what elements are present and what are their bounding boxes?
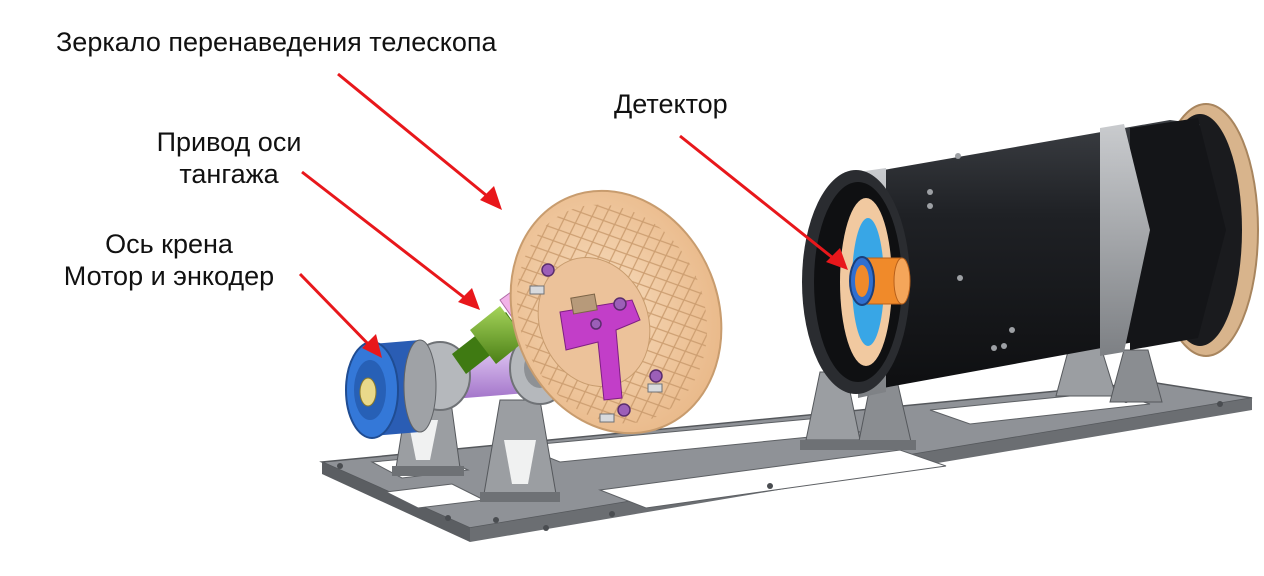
label-pitch-drive: Привод оси тангажа [120,126,338,190]
label-roll-line-2: Мотор и энкодер [63,261,275,291]
telescope-tube [802,103,1259,398]
label-roll-line-1: Ось крена [105,229,233,259]
label-steering-mirror: Зеркало перенаведения телескопа [56,27,497,57]
roll-motor-encoder [345,339,437,439]
label-detector: Детектор [614,89,728,119]
telescope-stand-right [1055,343,1163,403]
base-frame [319,381,1253,542]
detector [849,256,911,306]
arrow-roll [298,272,382,358]
label-roll-axis: Ось крена Мотор и энкодер [40,228,298,292]
steering-mirror [509,189,723,435]
label-pitch-line-1: Привод оси [156,127,302,157]
label-pitch-line-2: тангажа [179,159,279,189]
arrow-mirror [337,72,502,210]
arrow-pitch [301,170,480,310]
arrow-detector [679,134,848,270]
